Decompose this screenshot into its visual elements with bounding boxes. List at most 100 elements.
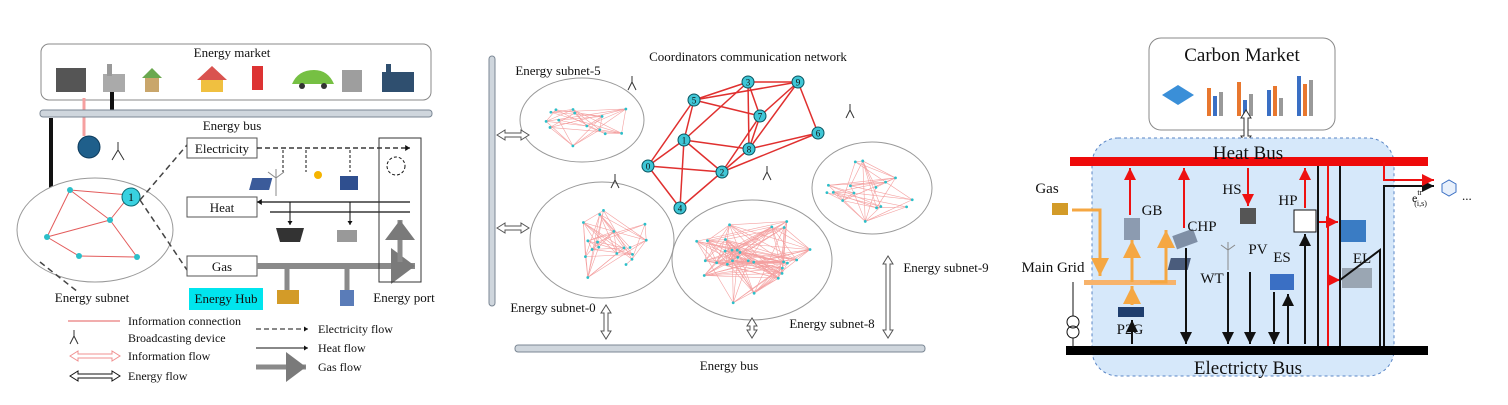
mesh-node bbox=[695, 239, 699, 243]
mesh-link bbox=[876, 177, 896, 208]
mesh-link bbox=[725, 227, 785, 240]
coordinator-node-label: 3 bbox=[746, 78, 751, 88]
hub-coordinator-icon bbox=[77, 135, 101, 159]
legend-elec-flow: Electricity flow bbox=[318, 322, 393, 336]
energy-hub-badge bbox=[189, 288, 263, 310]
mesh-node bbox=[643, 222, 647, 226]
mesh-link bbox=[778, 268, 783, 279]
mesh-link bbox=[704, 252, 741, 276]
mesh-node bbox=[603, 132, 607, 136]
coordinator-link bbox=[683, 81, 749, 141]
mesh-link bbox=[592, 247, 624, 250]
coordinator-link bbox=[721, 132, 819, 173]
gas-well-icon bbox=[277, 290, 299, 304]
coordinator-link bbox=[679, 171, 723, 209]
coordinator-node-1-label: 1 bbox=[128, 190, 134, 204]
mesh-node bbox=[703, 259, 707, 263]
coordinator-links bbox=[647, 81, 819, 209]
mesh-node bbox=[596, 240, 599, 244]
mesh-node bbox=[785, 220, 789, 223]
mesh-node bbox=[825, 191, 829, 195]
mesh-link bbox=[549, 127, 574, 147]
mesh-link bbox=[729, 224, 797, 261]
mesh-link bbox=[705, 252, 741, 261]
coordinator-node-label: 1 bbox=[682, 136, 687, 146]
mesh-node bbox=[752, 291, 756, 295]
mesh-link bbox=[862, 160, 877, 188]
trade-symbol: etr(i,s) bbox=[1412, 188, 1427, 208]
mesh-link bbox=[599, 214, 647, 241]
mesh-node bbox=[598, 213, 602, 216]
mesh-node bbox=[544, 119, 548, 123]
mesh-node bbox=[782, 260, 785, 264]
mesh-link bbox=[558, 119, 587, 127]
coordinator-link bbox=[647, 99, 695, 167]
mesh-link bbox=[696, 221, 787, 242]
p2g-label: P2G bbox=[1117, 322, 1144, 338]
antenna-icon bbox=[111, 142, 125, 161]
mesh-link bbox=[696, 241, 734, 303]
mesh-node bbox=[586, 276, 590, 279]
mesh-link bbox=[833, 192, 907, 208]
mesh-link bbox=[599, 214, 618, 254]
mesh-link bbox=[583, 210, 604, 223]
mesh-link bbox=[783, 227, 811, 250]
mesh-node bbox=[785, 261, 789, 265]
mesh-link bbox=[704, 262, 788, 276]
mesh-link bbox=[549, 112, 575, 128]
mesh-link bbox=[549, 127, 622, 134]
mesh-link bbox=[771, 226, 811, 250]
network-title: Coordinators communication network bbox=[649, 49, 847, 64]
coordinator-node-3 bbox=[741, 75, 755, 89]
energy-hub-label: Energy Hub bbox=[195, 291, 258, 306]
mesh-node bbox=[874, 185, 878, 189]
pv-icon bbox=[1167, 258, 1191, 270]
mesh-link bbox=[707, 226, 772, 241]
energy-bus-label-2: Energy bus bbox=[700, 358, 759, 373]
mesh-link bbox=[583, 222, 633, 260]
mesh-node bbox=[590, 248, 594, 251]
coordinator-node-5 bbox=[687, 93, 701, 107]
mesh-node bbox=[584, 255, 587, 259]
electricity-label: Electricity bbox=[195, 141, 250, 156]
mesh-link bbox=[613, 231, 647, 241]
energy-market-title: Energy market bbox=[194, 45, 271, 60]
mesh-link bbox=[587, 231, 614, 242]
horizontal-energy-bus bbox=[514, 344, 926, 353]
mesh-link bbox=[731, 221, 787, 251]
mesh-link bbox=[631, 240, 647, 260]
storage-tank-icon bbox=[56, 68, 86, 92]
cube-icon bbox=[1441, 179, 1457, 197]
mesh-link bbox=[587, 240, 593, 250]
mesh-node bbox=[620, 131, 624, 135]
mesh-link bbox=[850, 185, 913, 201]
heat-bus-bar bbox=[1070, 157, 1428, 166]
mesh-node bbox=[841, 199, 845, 202]
market-bar-charts bbox=[1207, 76, 1313, 116]
mesh-link bbox=[583, 222, 600, 248]
panel-carbon-market: Carbon Market Heat Bus Electricty Bus Ga… bbox=[1022, 37, 1472, 379]
mesh-link bbox=[597, 223, 646, 243]
mesh-node bbox=[612, 229, 616, 233]
mesh-node bbox=[615, 252, 619, 255]
mesh-link bbox=[572, 108, 627, 147]
wind-turbine-icon bbox=[267, 169, 285, 196]
mesh-link bbox=[737, 221, 787, 251]
battery-icon-p3 bbox=[1270, 274, 1294, 290]
coordinator-node-label: 4 bbox=[678, 204, 683, 214]
mesh-node bbox=[827, 183, 830, 187]
mesh-node bbox=[910, 198, 914, 202]
mesh-node bbox=[780, 266, 784, 270]
legend-heat-flow: Heat flow bbox=[318, 341, 366, 355]
mesh-link bbox=[550, 108, 626, 113]
mesh-link bbox=[599, 214, 625, 249]
mesh-link bbox=[696, 241, 717, 263]
subnet-0-label: Energy subnet-0 bbox=[510, 300, 595, 315]
mesh-link bbox=[586, 116, 603, 127]
mesh-node bbox=[600, 115, 604, 118]
legend-broadcast: Broadcasting device bbox=[128, 331, 226, 345]
coordinator-node-0 bbox=[641, 159, 655, 173]
energy-port-box bbox=[378, 137, 422, 283]
